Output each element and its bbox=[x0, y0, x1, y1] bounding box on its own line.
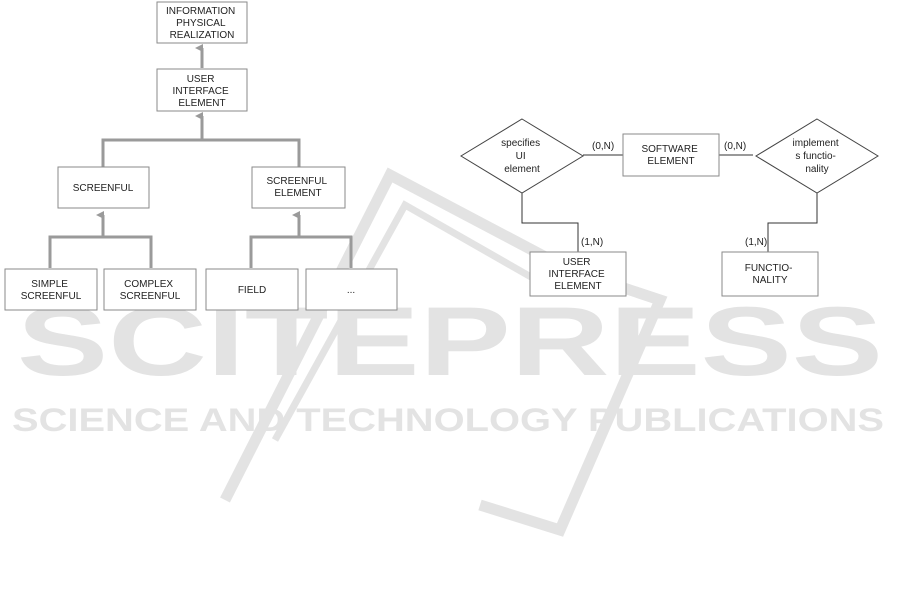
functionality-label-line-2: NALITY bbox=[752, 275, 787, 286]
svg-text:USER INTERFACE: USER INTERFACE ELEMENT bbox=[549, 257, 608, 292]
field-label: FIELD bbox=[238, 285, 266, 296]
connector-screenful-subtypes bbox=[48, 235, 153, 268]
screenful-element-label-line-2: ELEMENT bbox=[274, 188, 321, 199]
relationship-implements-functionality: implement s functio- nality bbox=[755, 118, 879, 194]
cardinality-software-implements: (0,N) bbox=[724, 141, 746, 152]
implements-label-line-2: s functio- bbox=[795, 151, 836, 162]
connector-element-subtypes bbox=[249, 235, 353, 268]
er-connectors bbox=[521, 154, 818, 252]
svg-text:USER INTERFACE: USER INTERFACE ELEMENT bbox=[173, 74, 232, 109]
software-element-label-line-1: SOFTWARE bbox=[641, 144, 698, 155]
specifies-label-line-1: specifies bbox=[501, 138, 540, 149]
svg-text:SCREENFUL: SCREENFUL bbox=[73, 183, 134, 194]
er-shapes: specifies UI element SOFTWARE ELEMENT im… bbox=[460, 118, 879, 297]
specifies-label-line-2: UI bbox=[516, 151, 526, 162]
relationship-specifies-ui-element: specifies UI element bbox=[460, 118, 584, 194]
ipr-label-line-1: INFORMATION bbox=[166, 6, 235, 17]
entity-user-interface-element: USER INTERFACE ELEMENT bbox=[529, 251, 627, 297]
box-complex-screenful: COMPLEX SCREENFUL bbox=[103, 268, 197, 311]
entity-functionality: FUNCTIO- NALITY bbox=[721, 251, 819, 297]
svg-text:FIELD: FIELD bbox=[238, 285, 266, 296]
er-line-implements-to-functionality bbox=[767, 193, 818, 252]
svg-text:FUNCTIO- NALITY: FUNCTIO- NALITY bbox=[745, 263, 796, 286]
watermark-book-inner-shape bbox=[271, 200, 547, 442]
ipr-label-line-2: PHYSICAL bbox=[176, 18, 226, 29]
box-simple-screenful: SIMPLE SCREENFUL bbox=[4, 268, 98, 311]
entity-software-element: SOFTWARE ELEMENT bbox=[622, 133, 720, 177]
svg-text:specifies UI e: specifies UI element bbox=[501, 138, 543, 175]
cardinality-functionality-implements: (1,N) bbox=[745, 237, 767, 248]
box-user-interface-element: USER INTERFACE ELEMENT bbox=[156, 68, 248, 112]
simple-screenful-label-line-1: SIMPLE bbox=[31, 279, 68, 290]
svg-text:COMPLEX SCREENFUL: COMPLEX SCREENFUL bbox=[120, 279, 181, 302]
implements-label-line-1: implement bbox=[793, 138, 839, 149]
cardinality-software-specifies: (0,N) bbox=[592, 141, 614, 152]
er-line-specifies-to-uie bbox=[521, 193, 579, 252]
watermark-sub-text: SCIENCE AND TECHNOLOGY PUBLICATIONS bbox=[12, 402, 884, 438]
software-element-label-line-2: ELEMENT bbox=[647, 156, 694, 167]
svg-text:SIMPLE SCREENFUL: SIMPLE SCREENFUL bbox=[21, 279, 82, 302]
screenful-label: SCREENFUL bbox=[73, 183, 134, 194]
functionality-label-line-1: FUNCTIO- bbox=[745, 263, 793, 274]
er-uie-label-line-3: ELEMENT bbox=[554, 281, 601, 292]
box-ellipsis: ... bbox=[305, 268, 398, 311]
hierarchy-connectors bbox=[48, 44, 353, 268]
box-screenful: SCREENFUL bbox=[57, 166, 150, 209]
box-information-physical-realization: INFORMATION PHYSICAL REALIZATION bbox=[156, 1, 248, 44]
er-uie-label-line-2: INTERFACE bbox=[549, 269, 605, 280]
er-uie-label-line-1: USER bbox=[563, 257, 591, 268]
complex-screenful-label-line-1: COMPLEX bbox=[124, 279, 173, 290]
connector-screenful-branches bbox=[101, 138, 301, 167]
hierarchy-boxes: INFORMATION PHYSICAL REALIZATION USER IN… bbox=[4, 1, 398, 311]
simple-screenful-label-line-2: SCREENFUL bbox=[21, 291, 82, 302]
ellipsis-label: ... bbox=[347, 285, 355, 296]
er-cardinalities: (0,N) (0,N) (1,N) (1,N) bbox=[581, 141, 767, 248]
uie-label-line-1: USER bbox=[187, 74, 215, 85]
complex-screenful-label-line-2: SCREENFUL bbox=[120, 291, 181, 302]
box-field: FIELD bbox=[205, 268, 299, 311]
screenful-element-label-line-1: SCREENFUL bbox=[267, 176, 328, 187]
box-screenful-element: SCREENFUL ELEMENT bbox=[251, 166, 346, 209]
uie-label-line-2: INTERFACE bbox=[173, 86, 229, 97]
svg-text:SOFTWARE ELEMENT: SOFTWARE ELEMENT bbox=[641, 144, 700, 167]
cardinality-uie-specifies: (1,N) bbox=[581, 237, 603, 248]
watermark: SCITEPRESS SCIENCE AND TECHNOLOGY PUBLIC… bbox=[12, 167, 884, 537]
svg-text:SCREENFUL ELEMENT: SCREENFUL ELEMENT bbox=[267, 176, 330, 199]
svg-text:...: ... bbox=[347, 285, 355, 296]
svg-text:INFORMATION PHYSICAL: INFORMATION PHYSICAL REALIZATION bbox=[166, 6, 238, 41]
uie-label-line-3: ELEMENT bbox=[178, 98, 225, 109]
implements-label-line-3: nality bbox=[805, 164, 828, 175]
specifies-label-line-3: element bbox=[504, 164, 540, 175]
svg-text:implement s functio-: implement s functio- nality bbox=[793, 138, 842, 175]
ipr-label-line-3: REALIZATION bbox=[170, 30, 235, 41]
